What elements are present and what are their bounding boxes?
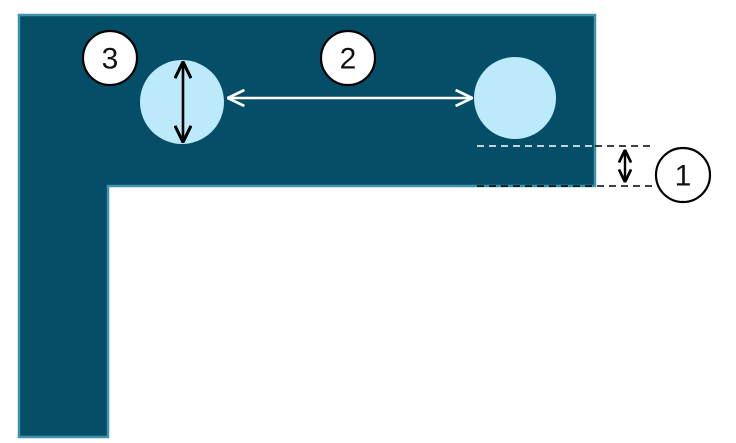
hole-right bbox=[474, 57, 556, 139]
callout-2-label: 2 bbox=[340, 43, 357, 76]
callout-2[interactable]: 2 bbox=[319, 29, 377, 87]
callout-1[interactable]: 1 bbox=[654, 146, 712, 204]
callout-1-label: 1 bbox=[675, 160, 692, 193]
callout-3[interactable]: 3 bbox=[81, 29, 139, 87]
callout-3-circle bbox=[81, 29, 139, 87]
callout-2-circle bbox=[319, 29, 377, 87]
callout-3-label: 3 bbox=[102, 43, 119, 76]
callout-1-circle bbox=[654, 146, 712, 204]
